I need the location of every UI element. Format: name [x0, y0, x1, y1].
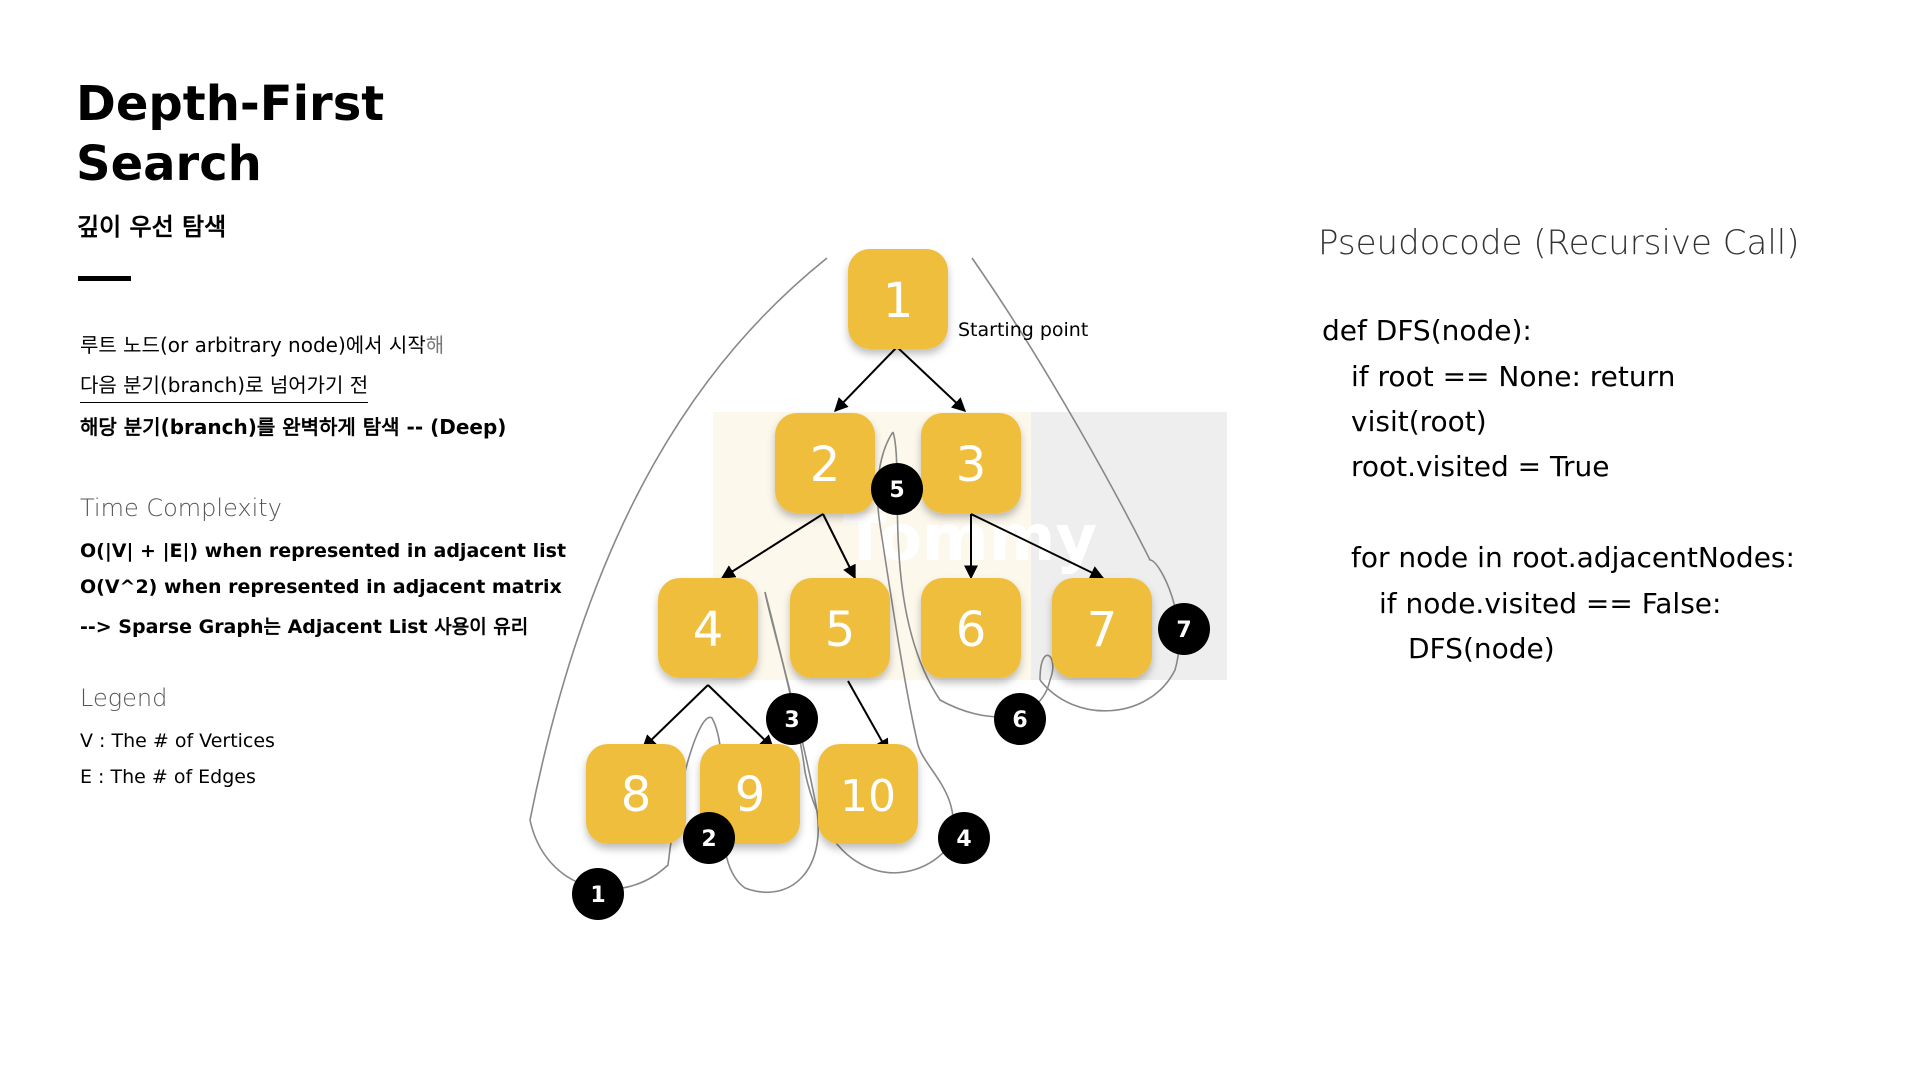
description-line-1-tail: 해: [425, 333, 445, 357]
description-line-3: 해당 분기(branch)를 완벽하게 탐색 -- (Deep): [80, 415, 507, 439]
code-line: root.visited = True: [1351, 450, 1610, 483]
tree-node: 1: [848, 249, 948, 349]
tree-node: 10: [818, 744, 918, 844]
edge-1-2: [834, 346, 898, 413]
tree-node-box: [658, 578, 758, 678]
step-marker: 6: [994, 693, 1046, 745]
code-line: if root == None: return: [1351, 360, 1676, 393]
tree-node: 4: [658, 578, 758, 678]
traversal-path-segment: [971, 257, 1180, 712]
tree-node: 6: [921, 578, 1021, 678]
step-marker-label: 3: [784, 708, 799, 733]
edge-2-5: [822, 513, 856, 580]
time-complexity-heading: Time Complexity: [80, 494, 282, 522]
step-marker-label: 1: [590, 883, 605, 908]
step-marker-label: 2: [701, 827, 716, 852]
step-marker-label: 5: [889, 478, 904, 503]
step-marker: 3: [766, 693, 818, 745]
step-marker-circle: [871, 463, 923, 515]
edge-1-3: [896, 346, 967, 412]
step-marker-circle: [683, 812, 735, 864]
tree-node-label: 4: [693, 602, 724, 658]
tree-node-box: [921, 578, 1021, 678]
legend-heading: Legend: [80, 684, 168, 712]
code-line: if node.visited == False:: [1379, 587, 1722, 620]
step-markers: 1 2 3 4 5 6 7: [572, 463, 1210, 920]
step-marker-label: 4: [956, 827, 971, 852]
edge-4-8: [641, 684, 709, 749]
step-marker-circle: [766, 693, 818, 745]
edge-2-4: [720, 513, 824, 579]
tree-node: 8: [586, 744, 686, 844]
page-subtitle: 깊이 우선 탐색: [77, 213, 227, 241]
tree-node-box: [790, 578, 890, 678]
tree-nodes: 1 2 3 4 5 6 7 8: [586, 249, 1152, 844]
tree-node: 5: [790, 578, 890, 678]
edge-3-7: [970, 513, 1105, 579]
tree-node-label: 3: [956, 437, 987, 493]
edge-4-9: [707, 684, 775, 749]
tree-node-box: [775, 413, 875, 513]
tree-node-label: 10: [840, 771, 896, 822]
legend-line: E : The # of Edges: [80, 766, 256, 788]
tree-node-box: [848, 249, 948, 349]
time-complexity-line: --> Sparse Graph는 Adjacent List 사용이 유리: [80, 616, 529, 638]
code-line: DFS(node): [1408, 632, 1555, 665]
tree-node-box: [1052, 578, 1152, 678]
code-line: for node in root.adjacentNodes:: [1351, 541, 1795, 574]
time-complexity-line: O(|V| + |E|) when represented in adjacen…: [80, 540, 567, 562]
step-marker-label: 7: [1176, 618, 1191, 643]
tree-node: 7: [1052, 578, 1152, 678]
step-marker: 7: [1158, 603, 1210, 655]
tree-node-label: 5: [825, 602, 856, 658]
description-line-1-main: 루트 노드(or arbitrary node)에서 시작: [80, 333, 426, 357]
step-marker: 5: [871, 463, 923, 515]
tree-node-label: 9: [735, 767, 766, 823]
tree-edges: [641, 346, 1105, 754]
step-marker-label: 6: [1012, 708, 1027, 733]
tree-node-box: [818, 744, 918, 844]
starting-point-label: Starting point: [958, 319, 1088, 341]
tree-node-box: [921, 413, 1021, 513]
step-marker-circle: [938, 812, 990, 864]
tree-node: 3: [921, 413, 1021, 513]
step-marker-circle: [572, 868, 624, 920]
tree-node-label: 6: [956, 602, 987, 658]
tree-node-label: 1: [883, 273, 914, 329]
code-line: visit(root): [1351, 405, 1487, 438]
tree-node-label: 8: [621, 767, 652, 823]
step-marker-circle: [1158, 603, 1210, 655]
pseudocode-heading: Pseudocode (Recursive Call): [1318, 223, 1800, 263]
tree-node-label: 7: [1087, 602, 1118, 658]
step-marker-circle: [994, 693, 1046, 745]
legend-line: V : The # of Vertices: [80, 730, 275, 752]
step-marker: 2: [683, 812, 735, 864]
code-line: def DFS(node):: [1322, 314, 1532, 347]
tree-node-box: [586, 744, 686, 844]
edge-5-10: [847, 680, 889, 754]
step-marker: 4: [938, 812, 990, 864]
tree-node-label: 2: [810, 437, 841, 493]
title-divider: [78, 276, 131, 281]
page-title: Depth-First Search: [76, 76, 385, 192]
time-complexity-line: O(V^2) when represented in adjacent matr…: [80, 576, 562, 598]
description-line-2: 다음 분기(branch)로 넘어가기 전: [80, 369, 369, 403]
tree-node: 2: [775, 413, 875, 513]
step-marker: 1: [572, 868, 624, 920]
description-line-1: 루트 노드(or arbitrary node)에서 시작해: [80, 329, 444, 358]
traversal-path-segment: [764, 431, 955, 874]
